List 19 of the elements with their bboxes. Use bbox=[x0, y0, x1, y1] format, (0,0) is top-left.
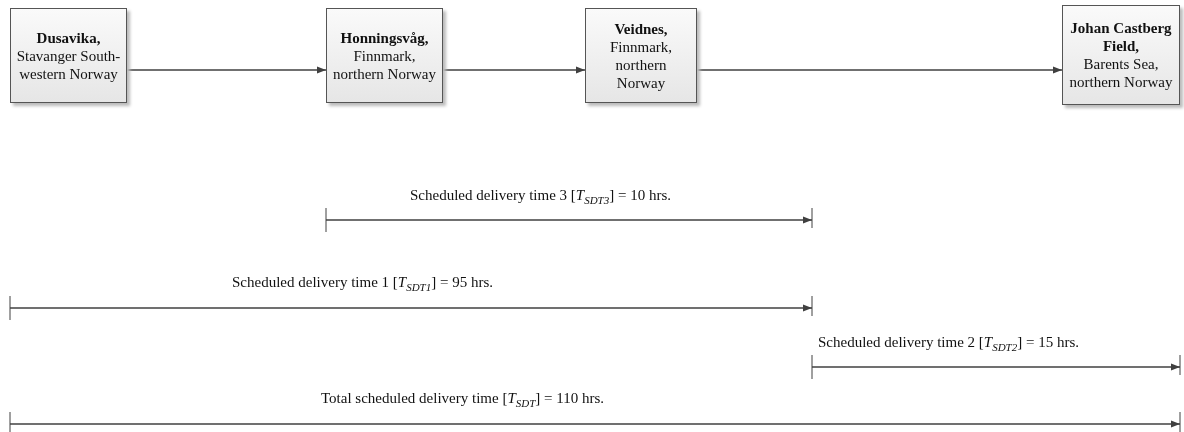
arrow bbox=[442, 66, 586, 74]
location-box bbox=[10, 8, 127, 103]
location-name: Dusavika, bbox=[36, 28, 101, 47]
location-box bbox=[585, 8, 697, 103]
location-detail: Stavanger South-western Norway bbox=[15, 46, 122, 83]
arrow bbox=[126, 66, 327, 74]
location-detail: Finnmark, northern Norway bbox=[332, 46, 437, 83]
location-detail: Barents Sea, northern Norway bbox=[1068, 55, 1174, 91]
duration-label: Scheduled delivery time 2 [T$_{SDT2}$] = 15 hrs. bbox=[818, 333, 1079, 355]
location-name: Johan Castberg Field, bbox=[1069, 19, 1173, 55]
location-detail: Finnmark, northern Norway bbox=[608, 37, 674, 92]
duration-label: Scheduled delivery time 1 [T$_{SDT1}$] = 95 hrs. bbox=[232, 273, 493, 295]
location-name: Honningsvåg, bbox=[340, 28, 429, 47]
location-box bbox=[1062, 5, 1180, 105]
duration-label: Total scheduled delivery time [T$_{SDT}$] = 110 hrs. bbox=[321, 389, 605, 411]
location-box bbox=[326, 8, 443, 103]
duration-label: Scheduled delivery time 3 [T$_{SDT3}$] = 10 hrs. bbox=[410, 186, 671, 208]
location-name: Veidnes, bbox=[614, 19, 668, 38]
arrow bbox=[696, 66, 1063, 74]
